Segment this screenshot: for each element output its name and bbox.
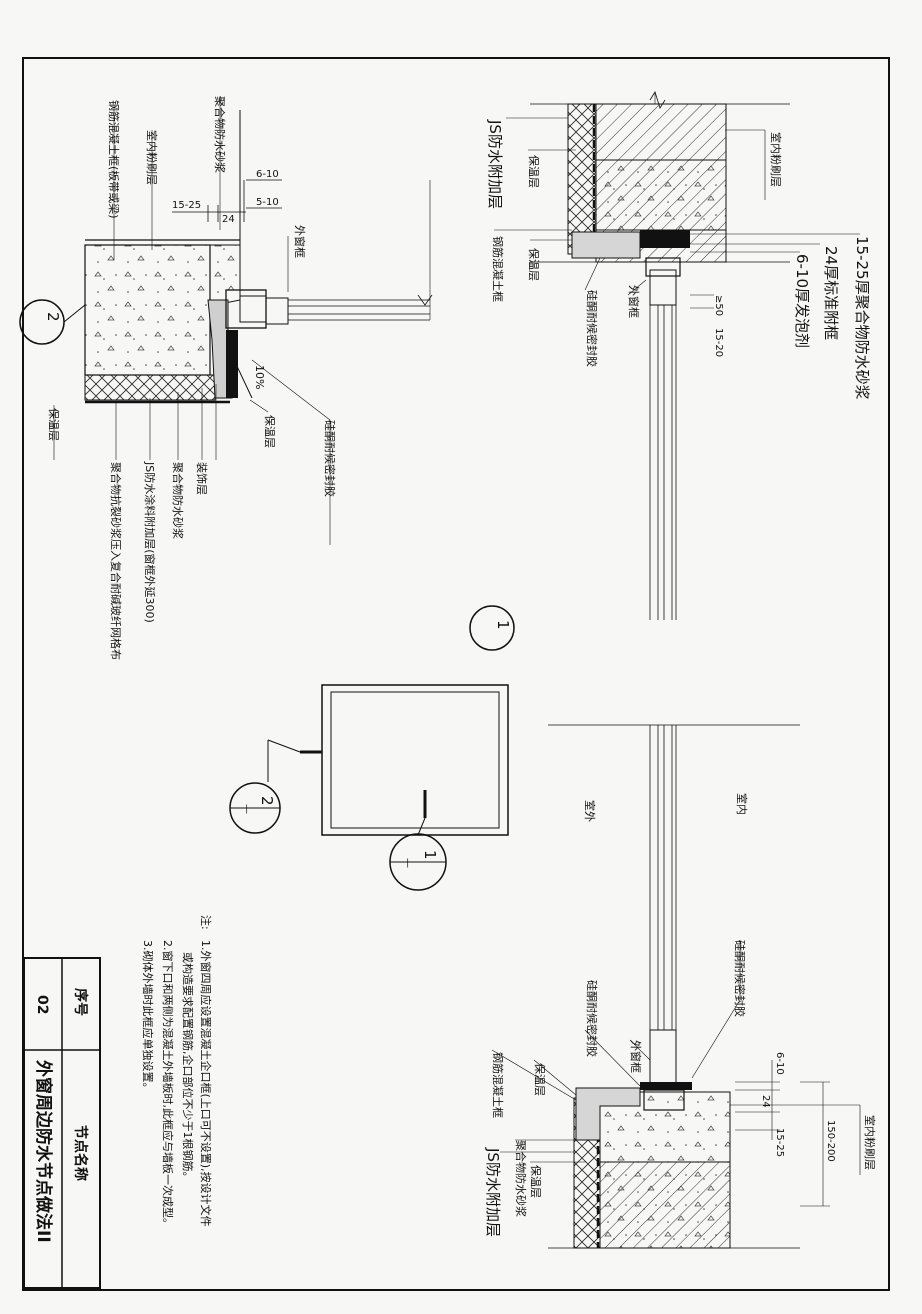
- d1t-dim-6-10: 6-10厚发泡剂: [793, 254, 811, 348]
- note-1b: 或构造要求配置钢筋,企口部位不少于1根钢筋。: [181, 952, 195, 1183]
- d1-callout-circle: [469, 605, 515, 651]
- key-callout-2-sub: —: [241, 804, 252, 814]
- d1b-insulation2: 保温层: [529, 1165, 543, 1198]
- d1b-polymer: 聚合物防水砂浆: [514, 1140, 528, 1217]
- notes: 注: 1.外窗四周应设置混凝土企口框(上口可不设置),按设计文件 或构造要求配置…: [141, 915, 213, 1229]
- d2-outer-frame: 外窗框: [293, 225, 307, 258]
- notes-prefix: 注:: [199, 915, 213, 930]
- d1b-dim-15-25: 15-25: [774, 1128, 785, 1157]
- note-3: 3.砌体外墙时此框应单独设置。: [141, 940, 155, 1094]
- d1b-interior-finish: 室内粉刷层: [863, 1115, 877, 1170]
- d2-interior-finish: 室内粉刷层: [145, 130, 159, 185]
- d1b-dim-6-10: 6-10: [774, 1052, 785, 1075]
- d1t-dim-15-20: 15-20: [713, 328, 724, 357]
- detail-1-top: 室内粉刷层 15-25厚聚合物防水砂浆 24厚标准附框 6-10厚发泡剂 ≥50…: [486, 91, 871, 620]
- detail-1-middle: 室外 室内: [548, 724, 800, 1030]
- d1t-outer-frame: 外窗框: [627, 285, 641, 318]
- d1t-dim-15-25: 15-25厚聚合物防水砂浆: [853, 236, 871, 400]
- d2-dim-24: 24: [222, 214, 235, 225]
- key-callout-2: 2: [258, 796, 276, 806]
- d1t-silicone: 硅酮耐候密封胶: [585, 290, 599, 367]
- drawing-frame: [22, 57, 890, 1291]
- key-plan: 2 — 1 —: [229, 684, 509, 891]
- d1t-dim-50: ≥50: [713, 295, 724, 316]
- d1-interior: 室内: [735, 793, 749, 815]
- d2-silicone: 硅酮耐候密封胶: [323, 420, 337, 497]
- note-1: 1.外窗四周应设置混凝土企口框(上口可不设置),按设计文件: [199, 940, 213, 1227]
- d1b-js: JS防水附加层: [484, 1147, 502, 1237]
- d2-callout: 2: [44, 312, 62, 322]
- d2-js-extra: JS防水涂料附加层(窗框外延300): [143, 461, 157, 623]
- d2-finish: 装饰层: [195, 462, 209, 495]
- d1b-insulation: 保温层: [533, 1063, 547, 1096]
- key-callout-1-sub: —: [402, 858, 413, 868]
- d2-dim-5-10: 5-10: [256, 197, 279, 208]
- d1b-rc-frame: 钢筋混凝土框: [491, 1052, 505, 1118]
- d2-dim-6-10: 6-10: [256, 169, 279, 180]
- d2-polymer-b: 聚合物防水砂浆: [171, 462, 185, 539]
- d1t-dim-24: 24厚标准附框: [822, 246, 840, 340]
- title-block: 序号 02 节点名称 外窗周边防水节点做法II: [23, 957, 101, 1289]
- d2-mesh: 聚合物抗裂砂浆压入复合耐碱玻纤网格布: [109, 462, 123, 660]
- d1b-outer-frame: 外窗框: [629, 1040, 643, 1073]
- seq-label: 序号: [72, 988, 89, 1016]
- d1b-silicone-top: 硅酮耐候密封胶: [733, 940, 747, 1017]
- d1t-interior-finish: 室内粉刷层: [769, 132, 783, 187]
- d1-callout: 1: [494, 620, 512, 630]
- d2-insulation-b: 保温层: [47, 408, 61, 441]
- d2-slope: 10%: [253, 365, 266, 389]
- d1b-silicone-inner: 硅酮耐候密封胶: [585, 980, 599, 1057]
- node-name-label: 节点名称: [72, 1125, 89, 1181]
- node-name-value: 外窗周边防水节点做法II: [33, 1060, 54, 1243]
- d1-exterior: 室外: [583, 800, 597, 822]
- d1t-js: JS防水附加层: [486, 119, 504, 209]
- d2-dim-15-25: 15-25: [172, 200, 201, 211]
- d2-polymer-top: 聚合物防水砂浆: [213, 96, 227, 173]
- d1t-rc-frame: 钢筋混凝土框: [491, 236, 505, 302]
- d1b-dim-150-200: 150-200: [825, 1120, 836, 1162]
- key-callout-1: 1: [421, 850, 439, 860]
- seq-value: 02: [34, 995, 50, 1014]
- d1t-insulation-a: 保温层: [527, 155, 541, 188]
- d2-insulation-a: 保温层: [263, 415, 277, 448]
- note-2: 2.窗下口和两侧为混凝土外墙板时,此框应与墙板一次成型。: [161, 940, 175, 1229]
- detail-1-bottom: 硅酮耐候密封胶 硅酮耐候密封胶 外窗框 保温层 钢筋混凝土框 聚合物防水砂浆 保…: [484, 940, 877, 1249]
- detail-2: 10% 2 15-25 24 6-10 5-10 钢筋混凝土框(板带或梁) 室内…: [19, 96, 433, 660]
- d1b-dim-24: 24: [760, 1095, 771, 1108]
- d1t-insulation-b: 保温层: [527, 248, 541, 281]
- d2-rc-frame: 钢筋混凝土框(板带或梁): [107, 100, 121, 219]
